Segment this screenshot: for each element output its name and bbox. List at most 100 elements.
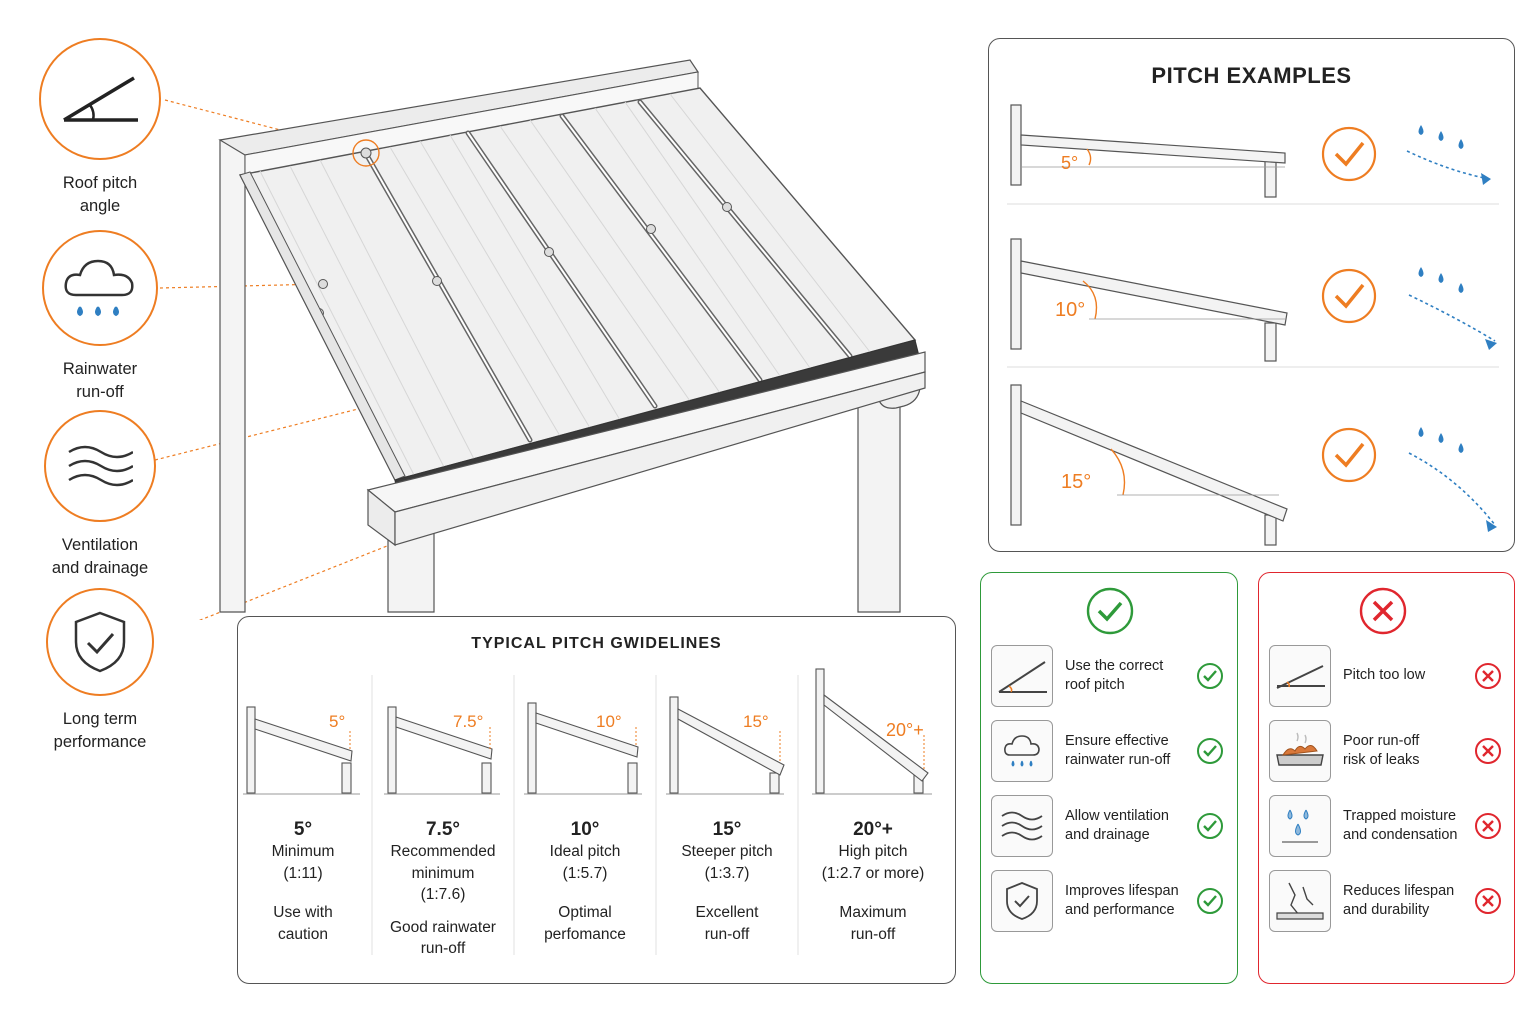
pitch-example-angle: 10° [1055,299,1086,321]
do-item-line2: rainwater run-off [1065,752,1171,768]
check-circle-icon [1086,587,1134,635]
do-item-line2: roof pitch [1065,677,1125,693]
dont-item-line1: Pitch too low [1343,667,1426,683]
feature-rainwater: Rainwater run-off [30,230,170,404]
do-item: Allow ventilation and drainage [991,795,1231,857]
check-small-icon [1197,813,1223,839]
cross-small-icon [1475,663,1501,689]
do-panel: Use the correct roof pitch Ensure effecti… [980,572,1238,984]
cross-circle-icon [1359,587,1407,635]
guideline-line1: Ideal pitch [549,843,621,860]
guideline-line1: Minimum [271,843,335,860]
do-item-line1: Ensure effective [1065,733,1169,749]
do-item-line2: and performance [1065,902,1175,918]
guideline-5: 5° Minimum (1:11) Use with caution [232,811,374,945]
guideline-7-5: 7.5° Recommended minimum (1:7.6) Good ra… [372,811,514,960]
dont-item: Pitch too low [1269,645,1509,707]
do-item: Improves lifespan and performance [991,870,1231,932]
pitch-diagram-icon [991,645,1053,707]
dont-item-line1: Trapped moisture [1343,808,1457,824]
dont-item-line1: Poor run-off [1343,733,1420,749]
cross-small-icon [1475,813,1501,839]
pitch-examples-panel: PITCH EXAMPLES [988,38,1515,552]
guideline-sub1: Good rainwater [390,918,496,936]
check-small-icon [1197,663,1223,689]
water-drop-icon [1418,125,1464,453]
dont-item-line2: and durability [1343,902,1430,918]
do-item-line1: Improves lifespan [1065,883,1179,899]
dont-item: Poor run-off risk of leaks [1269,720,1509,782]
guideline-sub2: run-off [850,925,896,943]
feature-roof-pitch: Roof pitch angle [30,38,170,218]
guideline-line1: Steeper pitch [681,843,773,860]
cracked-panel-icon [1269,870,1331,932]
pitch-example-10 [1010,238,1288,362]
guidelines-panel: TYPICAL PITCH GWIDELINES 5° 7.5° 10° [237,616,956,984]
do-item-line1: Use the correct [1065,658,1164,674]
guideline-sub1: Excellent [695,904,759,921]
guideline-line2: (1:2.7 or more) [821,864,925,882]
check-icon [1321,126,1377,483]
guideline-line2: (1:3.7) [704,864,750,882]
feature-line1: Rainwater [62,360,138,378]
guideline-20-plus: 20°+ High pitch (1:2.7 or more) Maximum … [802,811,944,945]
do-item-line2: and drainage [1065,827,1150,843]
guideline-line1: High pitch [838,843,908,860]
pitch-examples-title: PITCH EXAMPLES [1151,63,1352,88]
guideline-sub1: Optimal [558,904,612,921]
guideline-sub2: caution [278,925,328,943]
feature-line2: angle [79,197,121,215]
guideline-degree: 7.5° [425,819,460,840]
pitch-example-angle: 5° [1061,153,1079,173]
rain-cloud-icon [42,230,158,346]
feature-line2: and drainage [51,559,149,577]
guideline-line2: (1:11) [283,864,323,882]
guideline-line2: minimum [411,864,475,882]
guideline-sub2: perfomance [544,925,626,943]
condensation-icon [1269,795,1331,857]
shield-check-icon [991,870,1053,932]
angle-icon [39,38,161,160]
pitch-example-5 [1010,104,1286,198]
guideline-line2: (1:5.7) [562,864,608,882]
guideline-line3: (1:7.6) [420,886,466,903]
guideline-sub1: Maximum [839,904,907,921]
do-item: Use the correct roof pitch [991,645,1231,707]
feature-line1: Roof pitch [62,174,138,192]
do-item-line1: Allow ventilation [1065,808,1169,824]
pitch-example-15 [1010,384,1288,546]
feature-ventilation: Ventilation and drainage [30,410,170,580]
airflow-icon [44,410,156,522]
feature-line2: run-off [76,383,124,401]
dont-item-line1: Reduces lifespan [1343,883,1455,899]
check-small-icon [1197,738,1223,764]
airflow-icon [991,795,1053,857]
dont-item-line2: risk of leaks [1343,752,1420,768]
feature-line2: performance [53,733,147,751]
cross-small-icon [1475,738,1501,764]
pitch-example-angle: 15° [1061,471,1092,493]
cross-small-icon [1475,888,1501,914]
shield-check-icon [46,588,154,696]
guideline-degree: 20°+ [853,819,893,840]
guideline-10: 10° Ideal pitch (1:5.7) Optimal perfoman… [514,811,656,945]
guideline-line1: Recommended [390,843,496,860]
low-pitch-icon [1269,645,1331,707]
guideline-degree: 10° [570,819,600,840]
guideline-sub2: run-off [704,925,750,943]
feature-line1: Ventilation [61,536,139,554]
guideline-degree: 5° [293,819,313,840]
guideline-sub1: Use with [273,904,333,921]
guideline-tag: 20°+ [886,720,924,740]
roof-illustration [154,59,926,620]
do-item: Ensure effective rainwater run-off [991,720,1231,782]
guideline-tag: 7.5° [453,712,484,731]
guideline-diagrams [243,668,932,955]
guideline-15: 15° Steeper pitch (1:3.7) Excellent run-… [656,811,798,945]
guideline-tag: 5° [329,712,346,731]
debris-gutter-icon [1269,720,1331,782]
check-small-icon [1197,888,1223,914]
